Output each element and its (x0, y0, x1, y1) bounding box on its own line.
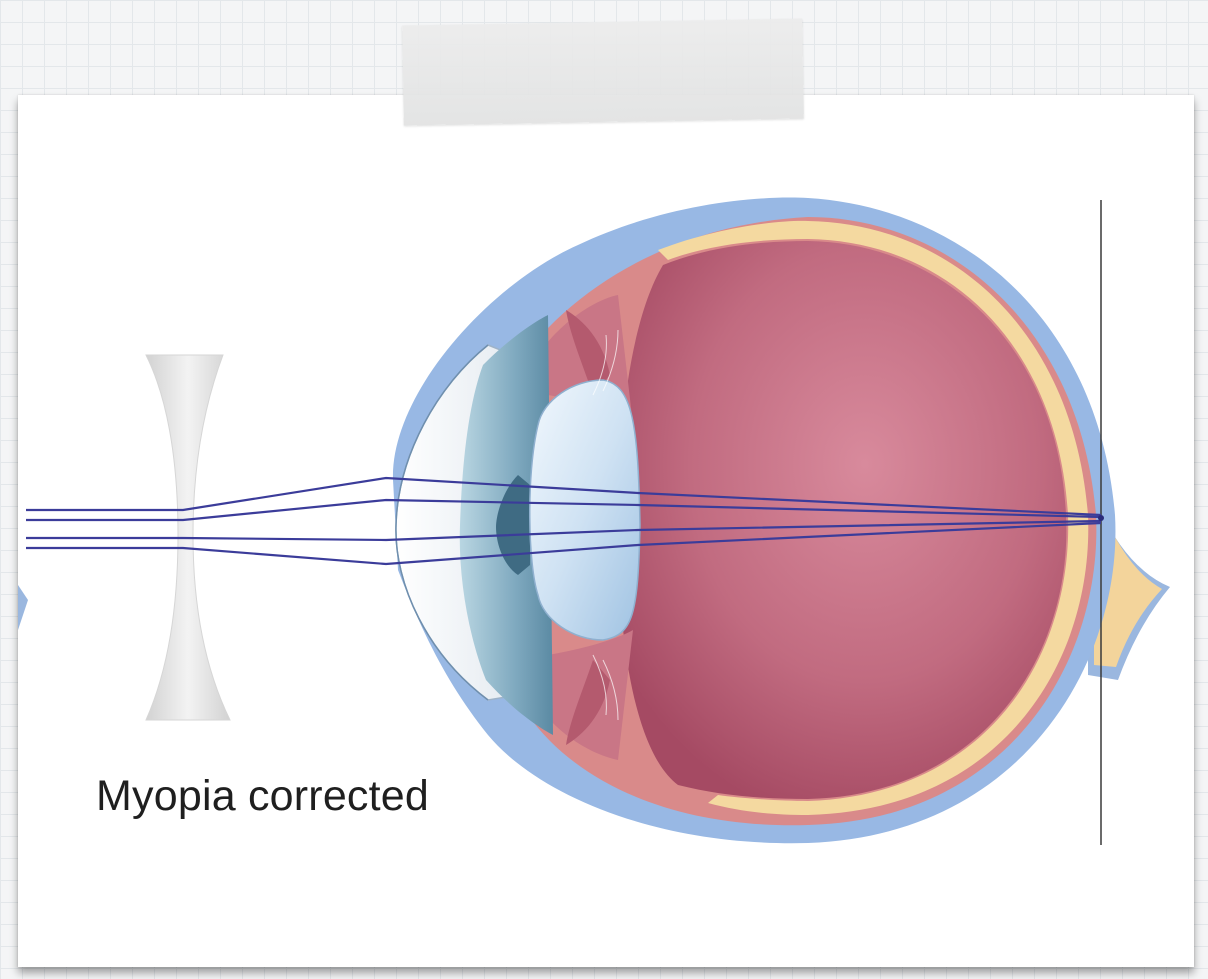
edge-sliver (18, 585, 28, 630)
tape-strip (402, 19, 804, 126)
myopia-diagram (18, 95, 1194, 967)
focal-point (1098, 515, 1104, 521)
eye-lens (530, 380, 640, 640)
diagram-card: Myopia corrected (18, 95, 1194, 967)
diagram-caption: Myopia corrected (96, 772, 429, 821)
